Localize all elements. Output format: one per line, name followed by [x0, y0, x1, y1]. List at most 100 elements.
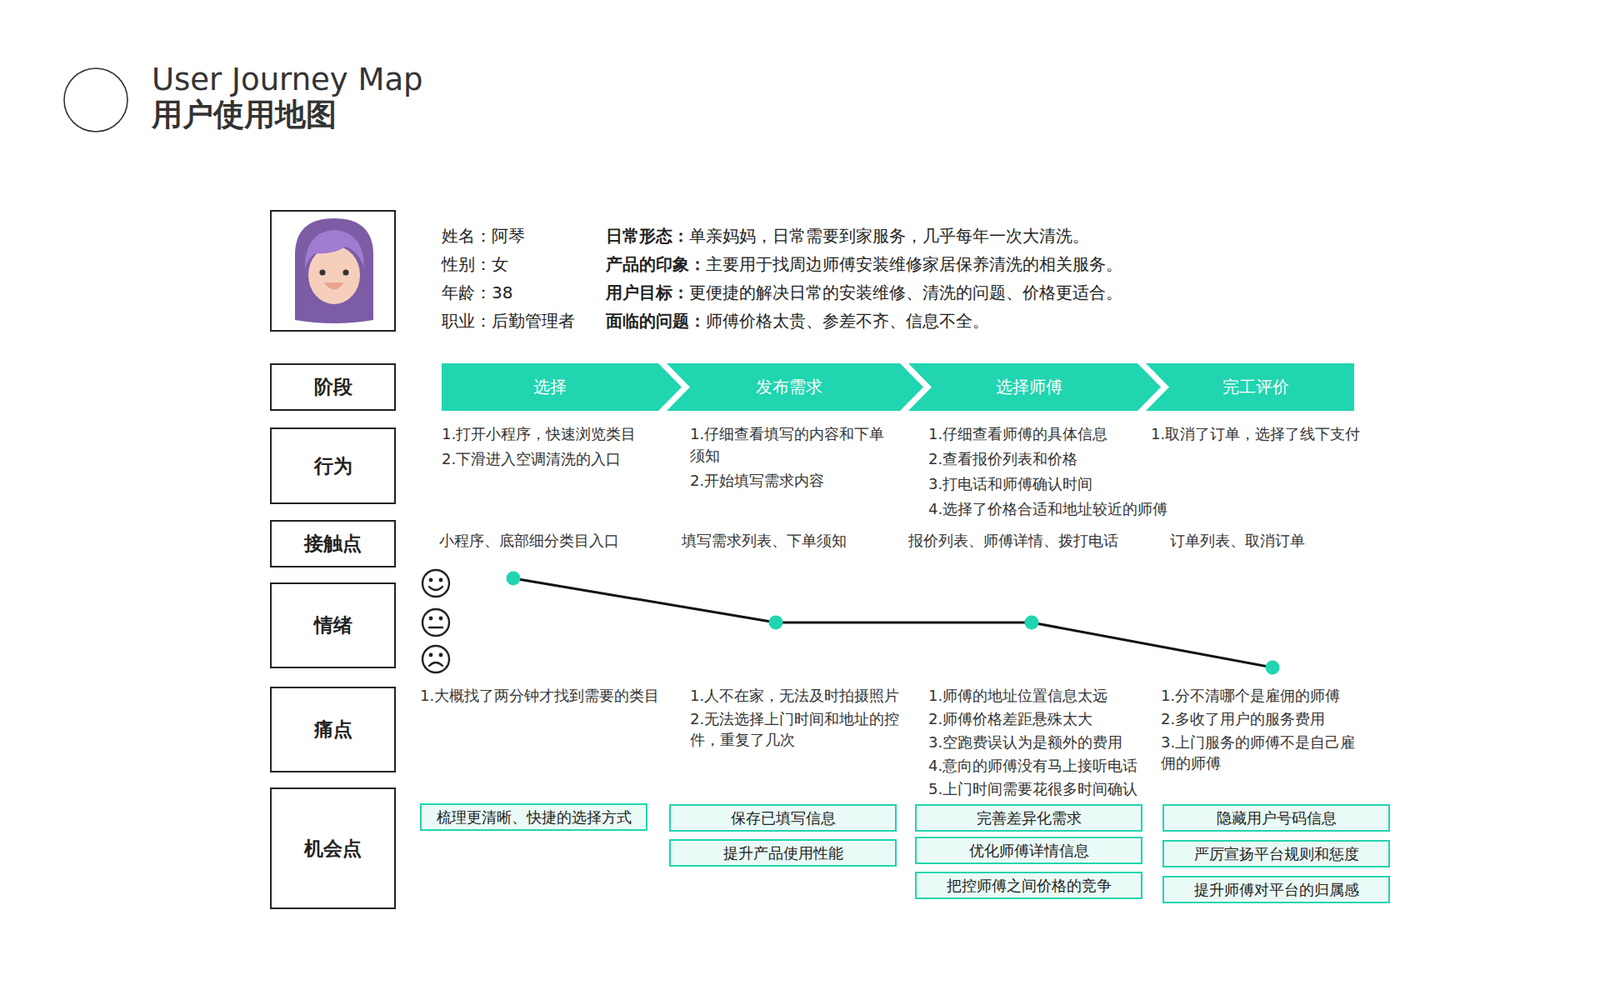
row-header-label: 行为: [314, 453, 353, 480]
pain-item-group: 1.师傅的地址位置信息太远2.师傅价格差距悬殊太大3.空跑费误认为是额外的费用4…: [928, 685, 1154, 802]
persona-info-group: 面临的问题：师傅价格太贵、参差不齐、信息不全。: [605, 306, 990, 335]
behavior-item: 1.取消了订单，选择了线下支付: [1150, 423, 1401, 445]
pain-item: 1.师傅的地址位置信息太远: [928, 685, 1154, 706]
chevron-fill: [666, 363, 924, 411]
chevron-fill: [908, 363, 1161, 411]
stage-chevron: 完工评价: [1145, 363, 1355, 411]
row-header-box: 阶段: [270, 363, 396, 411]
pain-item: 3.空跑费误认为是额外的费用: [928, 731, 1154, 753]
opportunity-box: 隐藏用户号码信息: [1162, 804, 1390, 832]
emotion-faces: [422, 570, 450, 673]
pain-item: 2.师傅价格差距悬殊太大: [928, 708, 1154, 730]
stage-label: 选择师傅: [995, 375, 1063, 399]
touchpoint-text-group: 报价列表、师傅详情、拨打电话: [908, 530, 1159, 552]
pain-item: 3.上门服务的师傅不是自己雇佣的师傅: [1160, 731, 1365, 774]
stage-chevron: 选择师傅: [908, 363, 1161, 411]
stage-label: 选择: [533, 375, 567, 399]
behavior-item: 1.打开小程序，快速浏览类目: [441, 423, 684, 445]
persona-field: 职业：后勤管理者: [441, 306, 600, 335]
persona-field: 姓名：阿琴: [441, 221, 600, 250]
persona-key: 用户目标：: [605, 282, 690, 303]
pain-item: 5.上门时间需要花很多时间确认: [928, 778, 1154, 800]
opportunity-label: 提升师傅对平台的归属感: [1194, 880, 1360, 900]
behavior-item: 2.开始填写需求内容: [690, 470, 890, 492]
chevron-fill: [441, 363, 682, 411]
touchpoint-text: 填写需求列表、下单须知: [681, 530, 907, 552]
pain-item: 2.无法选择上门时间和地址的控件，重复了几次: [690, 708, 907, 750]
row-header-box: 行为: [270, 427, 396, 505]
touchpoint-text: 小程序、底部细分类目入口: [439, 530, 681, 552]
opportunity-box: 把控师傅之间价格的竞争: [915, 871, 1143, 900]
persona-info: 师傅价格太贵、参差不齐、信息不全。: [705, 310, 990, 331]
row-header-box: 痛点: [270, 686, 396, 773]
subtitle-group: 用户使用地图: [151, 96, 569, 134]
pain-item: 1.分不清哪个是雇佣的师傅: [1160, 685, 1365, 706]
persona-key: 产品的印象：: [605, 254, 706, 275]
opportunity-label: 完善差异化需求: [976, 808, 1082, 829]
stage-chevron: 选择: [441, 363, 682, 411]
subtitle: 用户使用地图: [151, 96, 569, 134]
touchpoint-text: 报价列表、师傅详情、拨打电话: [908, 530, 1159, 552]
behavior-item: 2.下滑进入空调清洗的入口: [441, 448, 684, 470]
pain-item: 1.人不在家，无法及时拍摄照片: [690, 685, 907, 706]
opportunity-box: 严厉宣扬平台规则和惩度: [1162, 840, 1390, 868]
opportunity-box: 梳理更清晰、快捷的选择方式: [420, 803, 648, 831]
row-header-box: 机会点: [270, 787, 396, 910]
opportunity-label: 隐藏用户号码信息: [1216, 808, 1337, 829]
opportunity-label: 提升产品使用性能: [723, 843, 844, 864]
opportunity-box: 提升产品使用性能: [669, 839, 897, 867]
opportunity-box: 优化师傅详情信息: [915, 836, 1143, 865]
pain-item: 4.意向的师傅没有马上接听电话: [928, 755, 1154, 776]
persona-info-group: 用户目标：更便捷的解决日常的安装维修、清洗的问题、价格更适合。: [605, 278, 1123, 307]
opportunity-box: 提升师傅对平台的归属感: [1162, 875, 1390, 904]
row-header-label: 情绪: [314, 612, 353, 639]
behavior-item: 1.仔细查看填写的内容和下单须知: [690, 423, 890, 467]
persona-field-group: 姓名：阿琴性别：女年龄：38职业：后勤管理者: [441, 221, 600, 335]
pain-item-group: 1.人不在家，无法及时拍摄照片2.无法选择上门时间和地址的控件，重复了几次: [690, 685, 907, 753]
persona-info: 主要用于找周边师傅安装维修家居保养清洗的相关服务。: [705, 254, 1123, 275]
opportunity-label: 保存已填写信息: [730, 808, 836, 829]
row-header-box: 情绪: [270, 582, 396, 669]
opportunity-box: 完善差异化需求: [915, 804, 1143, 832]
opportunity-label: 梳理更清晰、快捷的选择方式: [436, 807, 632, 828]
opportunity-label: 严厉宣扬平台规则和惩度: [1194, 844, 1360, 865]
row-header-label: 阶段: [314, 374, 353, 400]
persona-info: 单亲妈妈，日常需要到家服务，几乎每年一次大清洗。: [689, 225, 1090, 246]
behavior-item-group: 1.打开小程序，快速浏览类目 2.下滑进入空调清洗的入口: [441, 423, 684, 474]
row-header-label: 机会点: [304, 835, 362, 862]
pain-item: 2.多收了用户的服务费用: [1160, 708, 1365, 730]
persona-info-group: 日常形态：单亲妈妈，日常需要到家服务，几乎每年一次大清洗。: [605, 221, 1090, 250]
persona-info-group: 产品的印象：主要用于找周边师傅安装维修家居保养清洗的相关服务。: [605, 250, 1123, 279]
opportunity-box: 保存已填写信息: [669, 804, 897, 832]
stage-label: 发布需求: [755, 375, 823, 399]
touchpoint-text-group: 小程序、底部细分类目入口: [439, 530, 681, 552]
persona-key: 日常形态：: [605, 225, 690, 246]
persona-info: 更便捷的解决日常的安装维修、清洗的问题、价格更适合。: [689, 282, 1123, 303]
row-header-box: 接触点: [270, 520, 396, 568]
opportunity-label: 把控师傅之间价格的竞争: [946, 875, 1112, 896]
emotion-curve: [506, 571, 1280, 675]
pain-item-group: 1.分不清哪个是雇佣的师傅2.多收了用户的服务费用3.上门服务的师傅不是自己雇佣…: [1160, 685, 1365, 776]
opportunity-label: 优化师傅详情信息: [969, 840, 1090, 861]
row-header-label: 接触点: [304, 530, 362, 557]
behavior-item: 3.打电话和师傅确认时间: [928, 473, 1195, 495]
behavior-item-group: 1.仔细查看填写的内容和下单须知 2.开始填写需求内容: [690, 423, 890, 495]
pain-item: 1.大概找了两分钟才找到需要的类目: [420, 685, 679, 706]
logo-circle: [64, 68, 128, 132]
persona-avatar: [270, 210, 395, 331]
stage-chevron: 发布需求: [666, 363, 924, 411]
pain-item-group: 1.大概找了两分钟才找到需要的类目: [420, 685, 679, 709]
touchpoint-text: 订单列表、取消订单: [1170, 530, 1387, 552]
touchpoint-text-group: 订单列表、取消订单: [1170, 530, 1387, 552]
stage-label: 完工评价: [1222, 375, 1290, 399]
chevron-fill: [1145, 363, 1355, 411]
row-header-label: 痛点: [314, 716, 353, 743]
diagram-title: User Journey Map: [151, 61, 424, 99]
behavior-item: 4.选择了价格合适和地址较近的师傅: [928, 498, 1195, 520]
persona-key: 面临的问题：: [605, 310, 706, 331]
behavior-item-group: 1.取消了订单，选择了线下支付: [1150, 423, 1401, 449]
behavior-item: 2.查看报价列表和价格: [928, 448, 1195, 470]
persona-field: 性别：女: [441, 250, 600, 279]
touchpoint-text-group: 填写需求列表、下单须知: [681, 530, 907, 552]
